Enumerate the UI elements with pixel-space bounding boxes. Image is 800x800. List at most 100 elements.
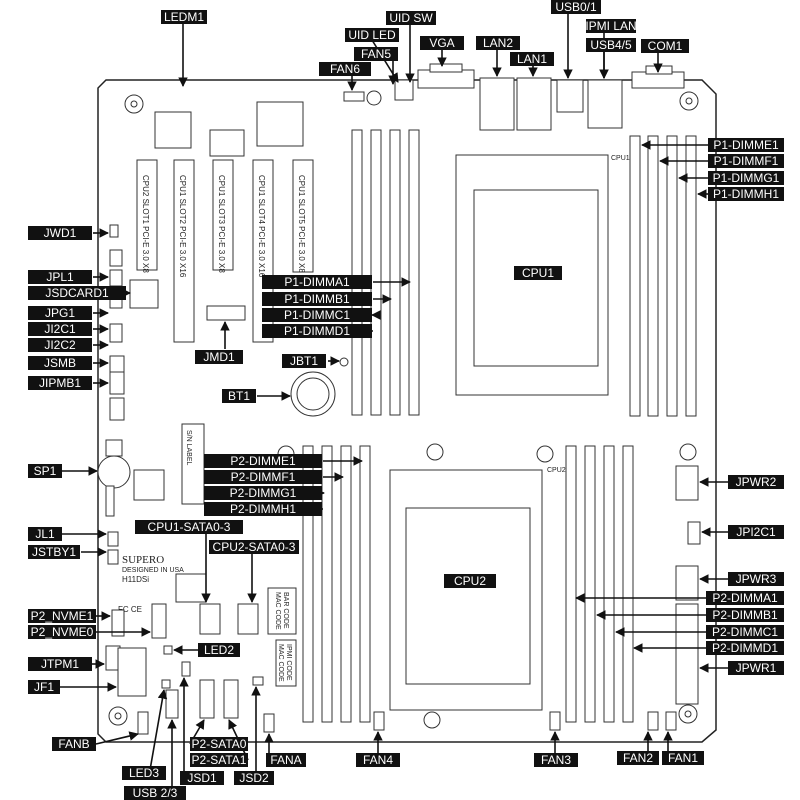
sp1-speaker: [97, 455, 131, 489]
label-fana: FANA: [270, 753, 301, 767]
jsd2-header: [252, 676, 264, 686]
label-lan1: LAN1: [517, 52, 547, 66]
jpwr2-connector: [675, 465, 699, 501]
model-text: H11DSi: [122, 575, 149, 584]
jsd1-header: [181, 661, 191, 677]
fan2-header: [647, 711, 659, 731]
jpwr3-connector: [675, 565, 699, 601]
cpu2-sata-connector: [237, 603, 259, 635]
label-p1-dimmh1: P1-DIMMH1: [713, 187, 779, 201]
fana-header: [263, 713, 275, 733]
label-cpu1-sata: CPU1-SATA0-3: [148, 520, 231, 534]
lan1-connector: [516, 77, 552, 131]
bar-code-label: [267, 587, 297, 635]
mac-code-text-2: MAC CODE: [277, 644, 284, 682]
p2-nvme1-connector: [111, 609, 125, 637]
pcie-slot-4-label: CPU1 SLOT4 PCI-E 3.0 X16: [257, 175, 266, 278]
label-jmd1: JMD1: [203, 350, 235, 364]
label-p2-dimmc1: P2-DIMMC1: [712, 625, 778, 639]
jpi2c1-connector: [687, 521, 701, 545]
p1-dimm-left: [351, 129, 420, 416]
label-sp1: SP1: [34, 464, 57, 478]
jmd1-m2-connector: [206, 305, 246, 321]
pcie-slot-5-label: CPU1 SLOT5 PCI-E 3.0 X8: [297, 175, 306, 273]
label-led2: LED2: [204, 643, 234, 657]
fan6-header: [343, 91, 365, 102]
p2-dimm-right: [565, 445, 634, 723]
pcie-slot-2-label: CPU1 SLOT2 PCI-E 3.0 X16: [178, 175, 187, 278]
pcie-slot-2: [173, 159, 195, 343]
label-ledm1: LEDM1: [164, 10, 204, 24]
label-fan2: FAN2: [623, 751, 653, 765]
cpu1-sata-connector: [199, 603, 221, 635]
label-p2-dimmd1: P2-DIMMD1: [712, 641, 778, 655]
label-p2-dimmg1: P2-DIMMG1: [230, 486, 297, 500]
bar-code-text: BAR CODE: [282, 592, 289, 629]
label-jstby1: JSTBY1: [32, 545, 76, 559]
fanb-header: [137, 711, 149, 735]
led3-indicator: [161, 679, 171, 689]
label-p2-dimma1: P2-DIMMA1: [712, 591, 778, 605]
label-p1-dimma1: P1-DIMMA1: [284, 275, 350, 289]
label-p1-dimmb1: P1-DIMMB1: [284, 292, 350, 306]
callout-arrows: [60, 12, 729, 788]
label-jpg1: JPG1: [45, 306, 75, 320]
rear-io: [343, 63, 685, 131]
label-fan4: FAN4: [363, 753, 393, 767]
label-p2-dimmh1: P2-DIMMH1: [230, 502, 296, 516]
label-vga: VGA: [429, 36, 454, 50]
label-jpi2c1: JPI2C1: [736, 525, 776, 539]
jbt1-jumper: [339, 357, 349, 367]
callout-labels: LEDM1 UID SW USB0/1 UID LED VGA LAN2 IPM…: [28, 0, 784, 800]
lan2-connector: [479, 77, 515, 131]
label-usb23: USB 2/3: [133, 786, 178, 800]
label-jtpm1: JTPM1: [41, 657, 79, 671]
ipmi-code-text: IPMI CODE: [285, 644, 292, 681]
label-p2-dimme1: P2-DIMME1: [230, 454, 296, 468]
mac-code-text: MAC CODE: [274, 592, 281, 630]
pcie-slot-1: [136, 159, 158, 271]
label-lan2: LAN2: [483, 36, 513, 50]
label-jl1: JL1: [35, 527, 55, 541]
label-p1-dimmc1: P1-DIMMC1: [284, 308, 350, 322]
p1-dimm-right: [629, 135, 697, 417]
label-fan6: FAN6: [330, 62, 360, 76]
label-ji2c1: JI2C1: [44, 322, 76, 336]
pcie-slot-3: [212, 159, 234, 271]
jpwr1-connector: [675, 603, 699, 705]
label-p2-dimmb1: P2-DIMMB1: [712, 608, 778, 622]
label-p2-sata0: P2-SATA0: [192, 737, 247, 751]
label-p1-dimmd1: P1-DIMMD1: [284, 324, 350, 338]
label-fan3: FAN3: [541, 753, 571, 767]
label-jsd2: JSD2: [239, 771, 269, 785]
label-fan1: FAN1: [668, 751, 698, 765]
label-jpwr2: JPWR2: [736, 475, 777, 489]
vga-connector: [417, 69, 475, 89]
label-bt1: BT1: [228, 389, 250, 403]
fan3-header: [549, 711, 561, 731]
fan4-header: [373, 711, 385, 731]
label-p2-nvme1: P2_NVME1: [31, 609, 94, 623]
brand-text: SUPERO: [122, 554, 164, 566]
label-fanb: FANB: [58, 737, 89, 751]
p2-sata1-connector: [223, 679, 239, 719]
label-cpu2-sata: CPU2-SATA0-3: [213, 540, 296, 554]
jf1-header: [117, 647, 147, 697]
usb01-connector: [556, 79, 584, 113]
label-jipmb1: JIPMB1: [39, 376, 81, 390]
cpu2-small-text: CPU2: [547, 467, 566, 474]
label-p2-dimmf1: P2-DIMMF1: [231, 470, 296, 484]
label-com1: COM1: [648, 39, 683, 53]
label-jpwr1: JPWR1: [736, 661, 777, 675]
fcc-text: FC CE: [118, 605, 142, 614]
ipmi-lan-connector: [587, 79, 623, 129]
p2-nvme0-connector: [151, 603, 167, 639]
uid-connector: [394, 79, 414, 101]
label-ipmi-lan: IPMI LAN: [585, 19, 636, 33]
label-cpu2: CPU2: [454, 574, 486, 588]
label-usb01: USB0/1: [555, 0, 597, 14]
label-usb45: USB4/5: [590, 38, 632, 52]
ipmi-code-label: [275, 639, 297, 687]
label-p1-dimme1: P1-DIMME1: [713, 138, 779, 152]
